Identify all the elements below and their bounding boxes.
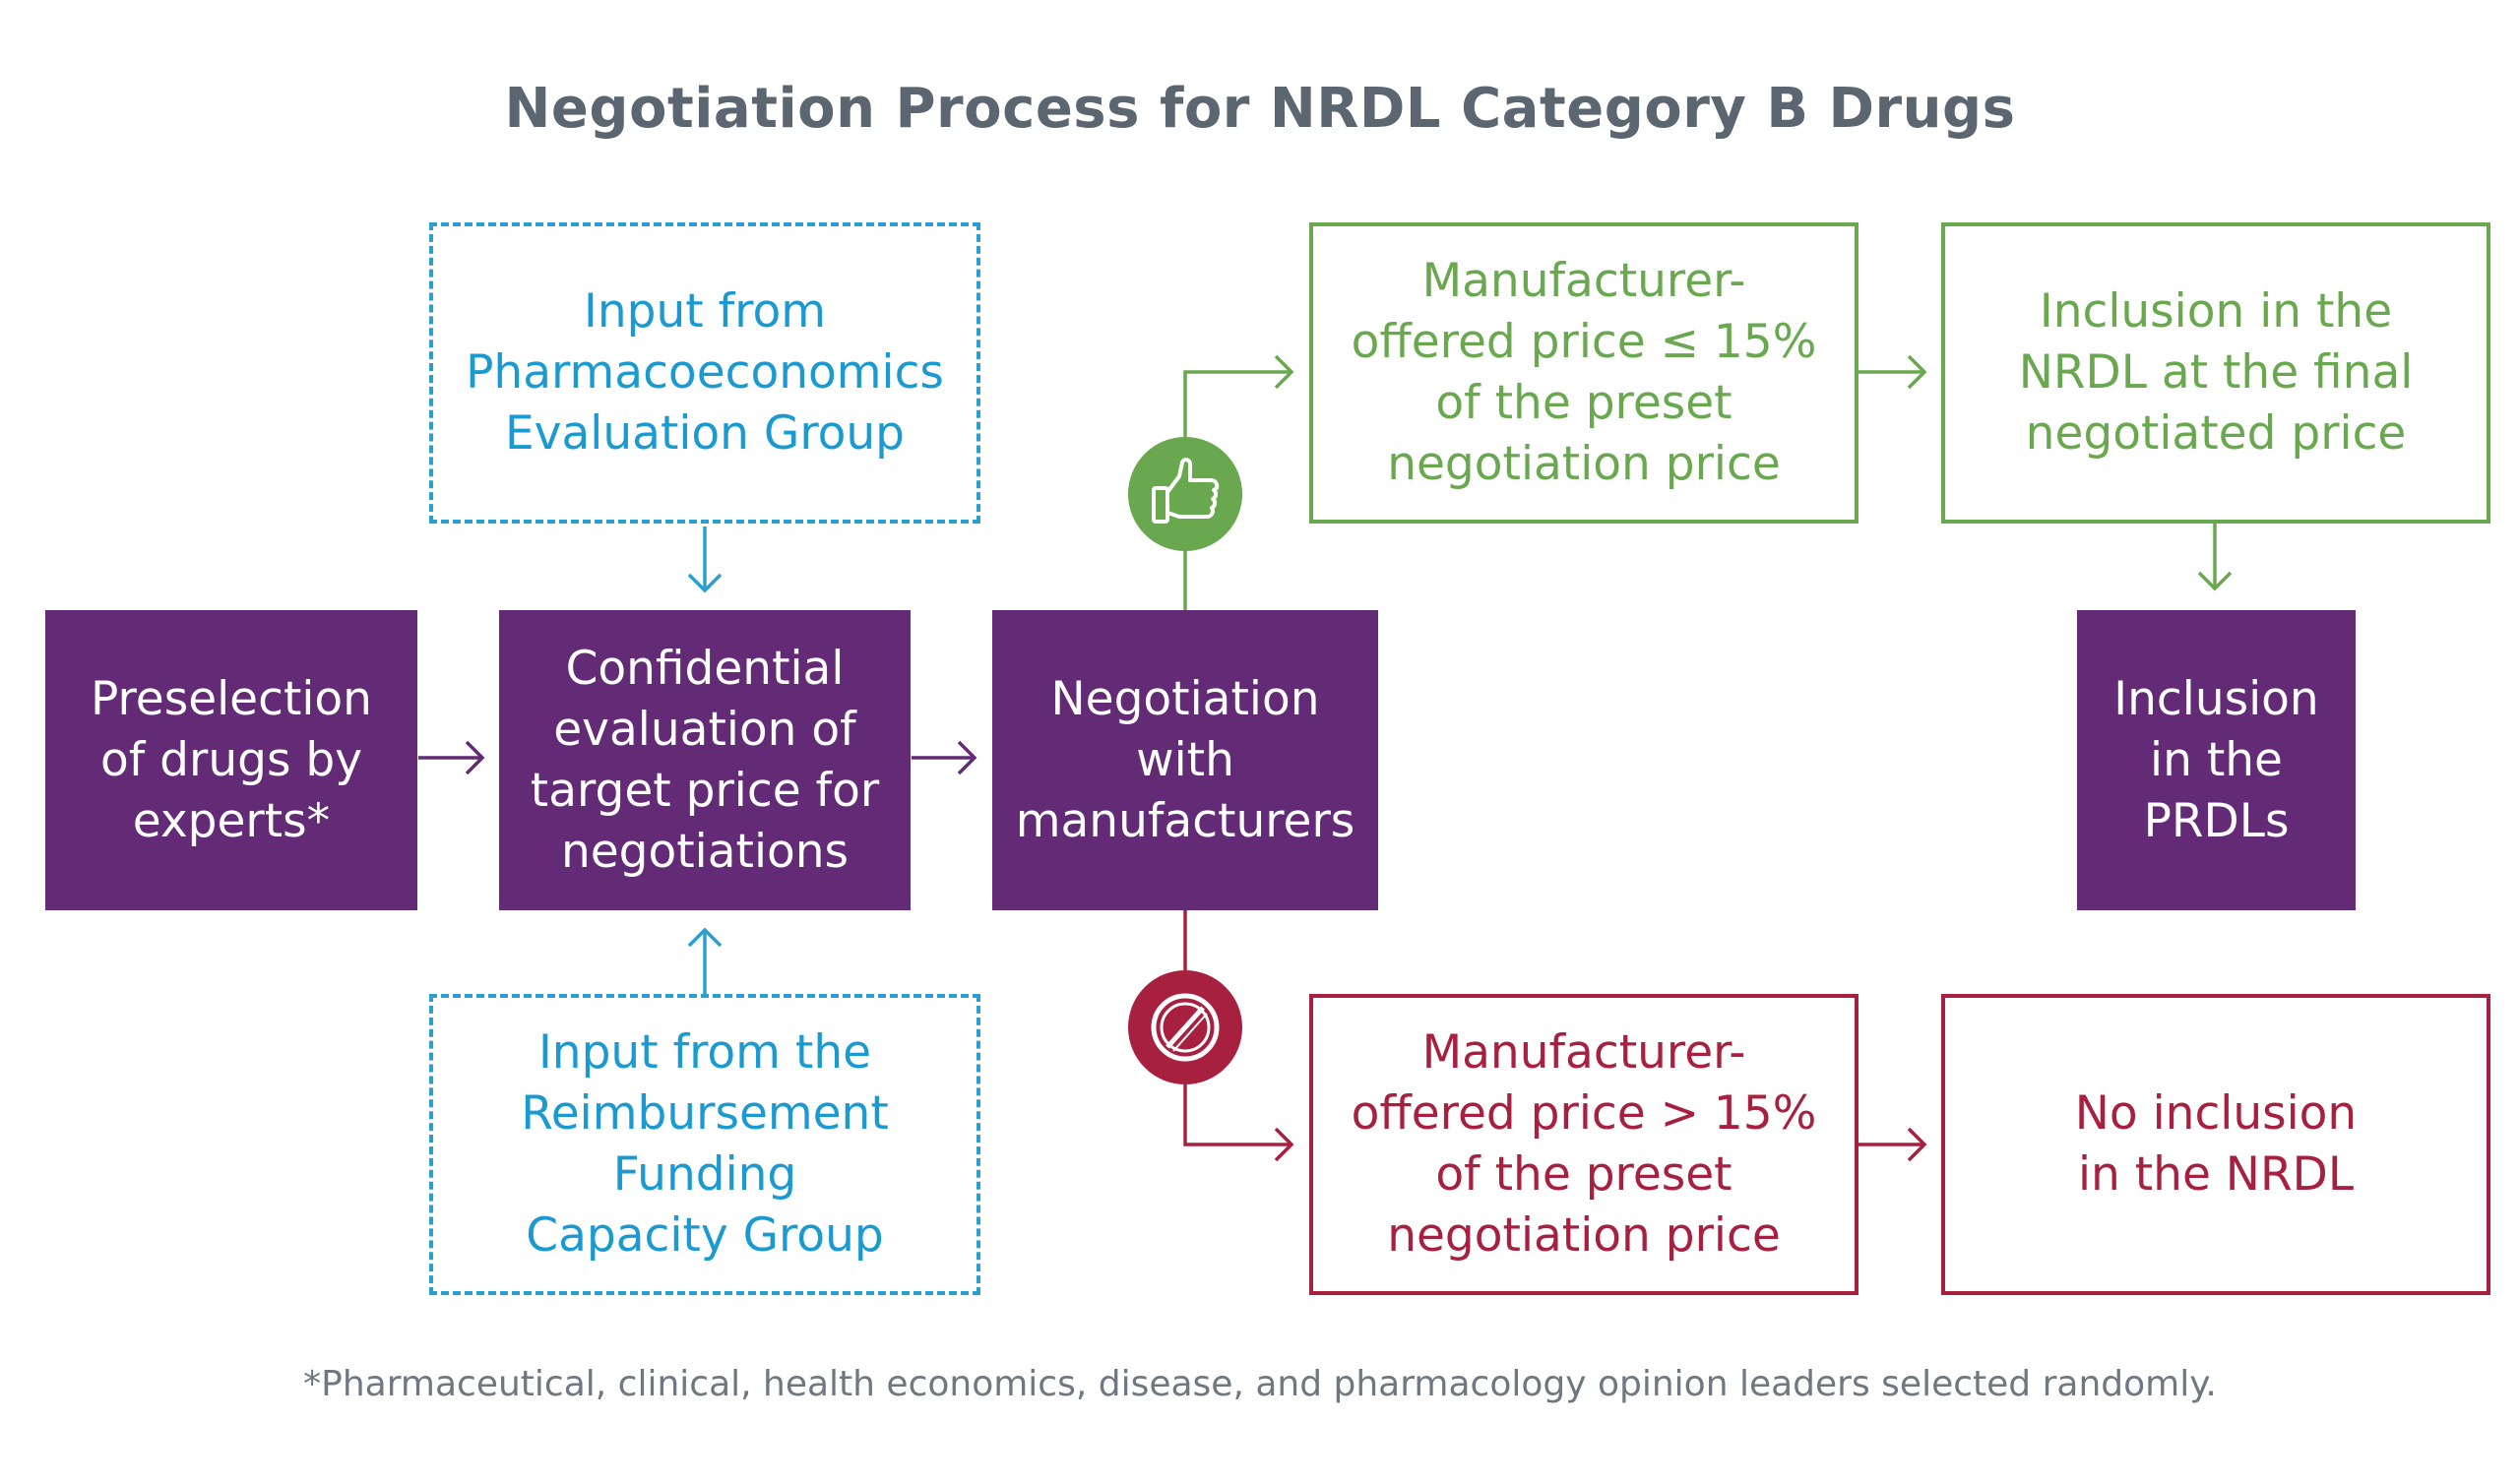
negotiation-box: Negotiation with manufacturers <box>992 610 1378 910</box>
no-inclusion-box: No inclusion in the NRDL <box>1941 994 2490 1295</box>
confidential-evaluation-text: Confidential evaluation of target price … <box>530 641 880 879</box>
inclusion-nrdl-box: Inclusion in the NRDL at the final negot… <box>1941 222 2490 524</box>
inclusion-nrdl-text: Inclusion in the NRDL at the final negot… <box>2018 284 2414 461</box>
arrow-preselection-to-confidential <box>418 740 485 775</box>
arrow-confidential-to-negotiation <box>912 740 977 775</box>
arrow-reimbursement-input-up <box>687 927 723 996</box>
inclusion-prdl-text: Inclusion in the PRDLs <box>2113 671 2319 848</box>
input-pharmacoeconomics-text: Input from Pharmacoeconomics Evaluation … <box>466 284 944 461</box>
input-reimbursement-box: Input from the Reimbursement Funding Cap… <box>429 994 980 1295</box>
negotiation-text: Negotiation with manufacturers <box>1015 671 1355 848</box>
arrow-nrdl-to-prdl <box>2197 524 2233 591</box>
rejected-offer-text: Manufacturer- offered price > 15% of the… <box>1351 1025 1817 1263</box>
accepted-offer-text: Manufacturer- offered price ≤ 15% of the… <box>1351 254 1817 491</box>
diagram-title: Negotiation Process for NRDL Category B … <box>504 77 2016 141</box>
no-inclusion-text: No inclusion in the NRDL <box>2074 1086 2358 1202</box>
thumbs-up-icon <box>1128 437 1242 551</box>
confidential-evaluation-box: Confidential evaluation of target price … <box>499 610 911 910</box>
preselection-text: Preselection of drugs by experts* <box>91 671 372 848</box>
arrow-accepted-to-inclusion <box>1858 354 1927 390</box>
rejected-offer-box: Manufacturer- offered price > 15% of the… <box>1309 994 1858 1295</box>
arrow-pharma-input-down <box>687 526 723 593</box>
prohibited-icon <box>1128 970 1242 1084</box>
inclusion-prdl-box: Inclusion in the PRDLs <box>2077 610 2356 910</box>
accepted-offer-box: Manufacturer- offered price ≤ 15% of the… <box>1309 222 1858 524</box>
footnote: *Pharmaceutical, clinical, health econom… <box>303 1364 2217 1404</box>
preselection-box: Preselection of drugs by experts* <box>45 610 417 910</box>
arrow-rejected-to-no-inclusion <box>1858 1127 1927 1162</box>
input-pharmacoeconomics-box: Input from Pharmacoeconomics Evaluation … <box>429 222 980 524</box>
input-reimbursement-text: Input from the Reimbursement Funding Cap… <box>521 1025 889 1263</box>
